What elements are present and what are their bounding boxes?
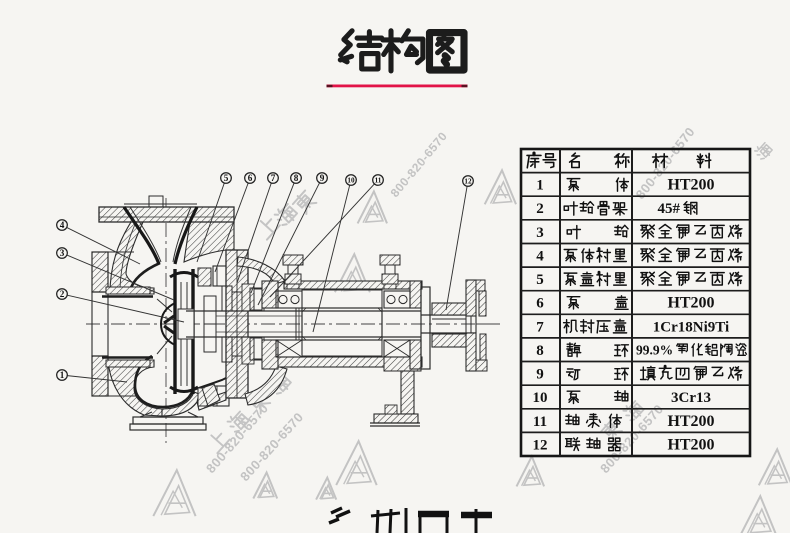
svg-text:3Cr13: 3Cr13 <box>671 390 711 406</box>
svg-text:7: 7 <box>271 173 276 183</box>
svg-text:45#: 45# <box>658 201 681 217</box>
svg-text:99.9%: 99.9% <box>636 343 673 358</box>
svg-text:8: 8 <box>536 343 544 359</box>
svg-text:12: 12 <box>533 437 548 453</box>
svg-text:10: 10 <box>347 176 355 184</box>
svg-text:9: 9 <box>320 173 325 183</box>
svg-text:2: 2 <box>536 201 544 217</box>
svg-text:8: 8 <box>294 173 299 183</box>
svg-text:4: 4 <box>536 249 544 265</box>
svg-text:7: 7 <box>536 319 544 335</box>
svg-text:HT200: HT200 <box>667 295 714 312</box>
svg-text:1: 1 <box>536 178 544 194</box>
svg-text:11: 11 <box>533 414 547 430</box>
svg-text:12: 12 <box>464 177 472 185</box>
svg-text:5: 5 <box>536 272 544 288</box>
svg-text:9: 9 <box>536 367 544 383</box>
svg-text:HT200: HT200 <box>667 177 714 194</box>
svg-text:1Cr18Ni9Ti: 1Cr18Ni9Ti <box>653 319 729 335</box>
svg-text:6: 6 <box>248 173 253 183</box>
svg-text:1: 1 <box>60 370 65 380</box>
svg-text:HT200: HT200 <box>667 413 714 430</box>
svg-text:3: 3 <box>536 225 544 241</box>
svg-text:11: 11 <box>375 176 382 184</box>
svg-text:HT200: HT200 <box>667 436 714 453</box>
svg-text:4: 4 <box>60 220 65 230</box>
svg-text:10: 10 <box>533 390 548 406</box>
svg-text:3: 3 <box>60 248 65 258</box>
svg-text:6: 6 <box>536 296 544 312</box>
svg-text:2: 2 <box>60 289 65 299</box>
svg-text:5: 5 <box>224 173 229 183</box>
